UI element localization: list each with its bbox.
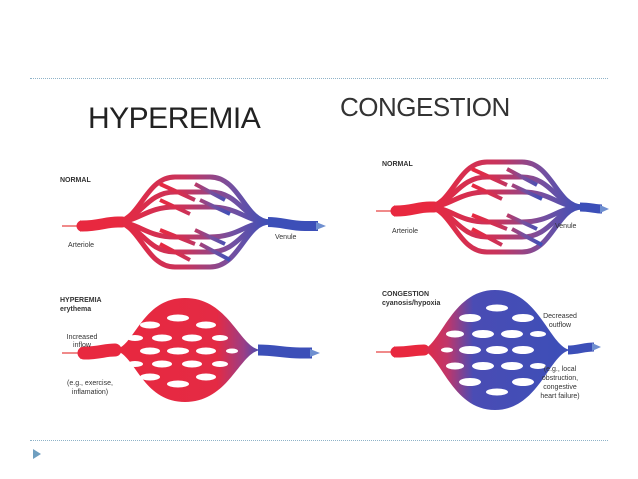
left-normal-heading: NORMAL <box>60 177 91 184</box>
congestion-example-line3: congestive <box>543 384 577 391</box>
right-arteriole-label: Arteriole <box>392 228 418 235</box>
congestion-heading: CONGESTION <box>382 291 429 298</box>
left-venule-label: Venule <box>275 234 297 241</box>
congestion-example-line1: (e.g., local <box>544 366 577 373</box>
congestion-subheading: cyanosis/hypoxia <box>382 300 440 307</box>
congestion-example-line4: heart failure) <box>540 393 579 400</box>
slide-bullet-icon <box>33 449 41 459</box>
right-normal-diagram: NORMAL Arteriole Venule <box>376 161 609 252</box>
inflow-label: inflow <box>73 342 92 349</box>
hyperemia-subheading: erythema <box>60 306 91 313</box>
hyperemia-heading: HYPEREMIA <box>60 297 102 304</box>
decreased-label: Decreased <box>543 313 577 320</box>
left-hyperemia-diagram: HYPEREMIA erythema Increased inflow (e.g… <box>60 297 320 402</box>
hyperemia-example-line1: (e.g., exercise, <box>67 380 113 387</box>
left-normal-diagram: NORMAL Arteriole Venule <box>60 177 326 267</box>
bottom-divider <box>30 440 608 441</box>
outflow-label: outflow <box>549 322 572 329</box>
congestion-example-line2: obstruction, <box>542 375 578 382</box>
hyperemia-example-line2: inflamation) <box>72 389 108 396</box>
congestion-title: CONGESTION <box>340 92 510 122</box>
increased-label: Increased <box>67 334 98 341</box>
left-arteriole-label: Arteriole <box>68 242 94 249</box>
right-normal-heading: NORMAL <box>382 161 413 168</box>
top-divider <box>30 78 608 79</box>
right-congestion-diagram: CONGESTION cyanosis/hypoxia Decreased ou… <box>376 290 601 410</box>
right-venule-label: Venule <box>555 223 577 230</box>
hyperemia-title: HYPEREMIA <box>88 102 261 135</box>
